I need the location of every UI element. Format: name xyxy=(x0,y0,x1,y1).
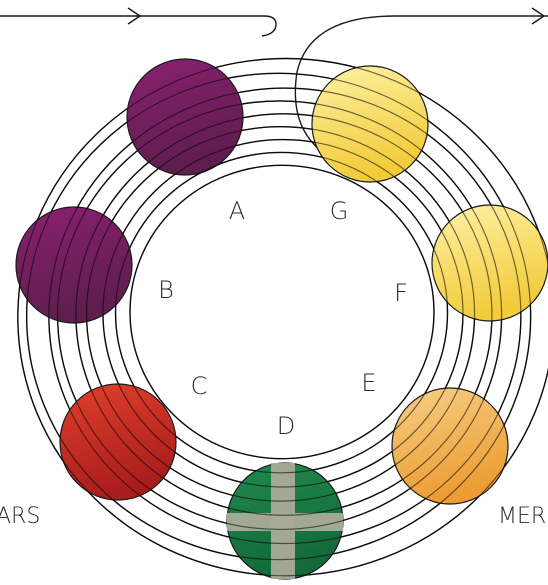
incoming-track xyxy=(0,8,276,36)
label-left: ARS xyxy=(0,504,40,529)
label-right: MER xyxy=(498,504,546,529)
planet-c xyxy=(60,384,176,500)
label-g: G xyxy=(330,197,349,225)
label-a: A xyxy=(229,197,245,225)
planet-d xyxy=(227,463,343,579)
label-b: B xyxy=(158,276,174,304)
planet-b xyxy=(16,207,132,323)
label-c: C xyxy=(191,372,208,400)
label-f: F xyxy=(394,279,408,307)
label-e: E xyxy=(361,369,376,397)
planet-g xyxy=(312,66,428,182)
planet-a xyxy=(127,59,243,175)
label-d: D xyxy=(277,412,295,440)
